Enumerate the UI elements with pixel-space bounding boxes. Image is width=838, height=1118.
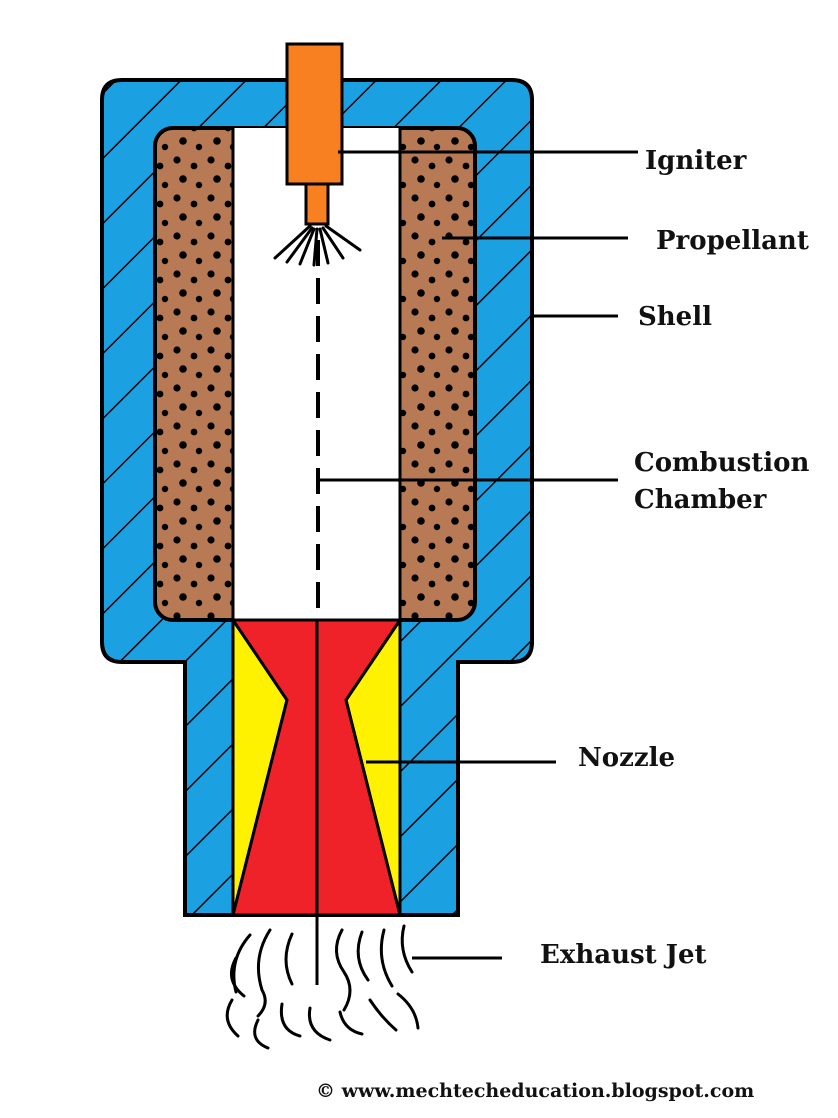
label-combustion-line2: Chamber	[634, 485, 767, 515]
label-shell: Shell	[638, 302, 712, 332]
exhaust-smoke-icon	[225, 924, 420, 1050]
label-combustion-line1: Combustion	[634, 448, 809, 478]
label-exhaust: Exhaust Jet	[540, 940, 707, 970]
label-igniter: Igniter	[645, 146, 747, 176]
igniter-body	[285, 42, 344, 186]
igniter	[273, 42, 362, 267]
igniter-tip	[304, 182, 330, 226]
igniter-spark-icon	[273, 224, 362, 267]
label-nozzle: Nozzle	[578, 743, 675, 773]
copyright-footer: © www.mechtecheducation.blogspot.com	[316, 1080, 754, 1102]
label-propellant: Propellant	[656, 226, 809, 256]
leader-lines	[318, 150, 638, 960]
